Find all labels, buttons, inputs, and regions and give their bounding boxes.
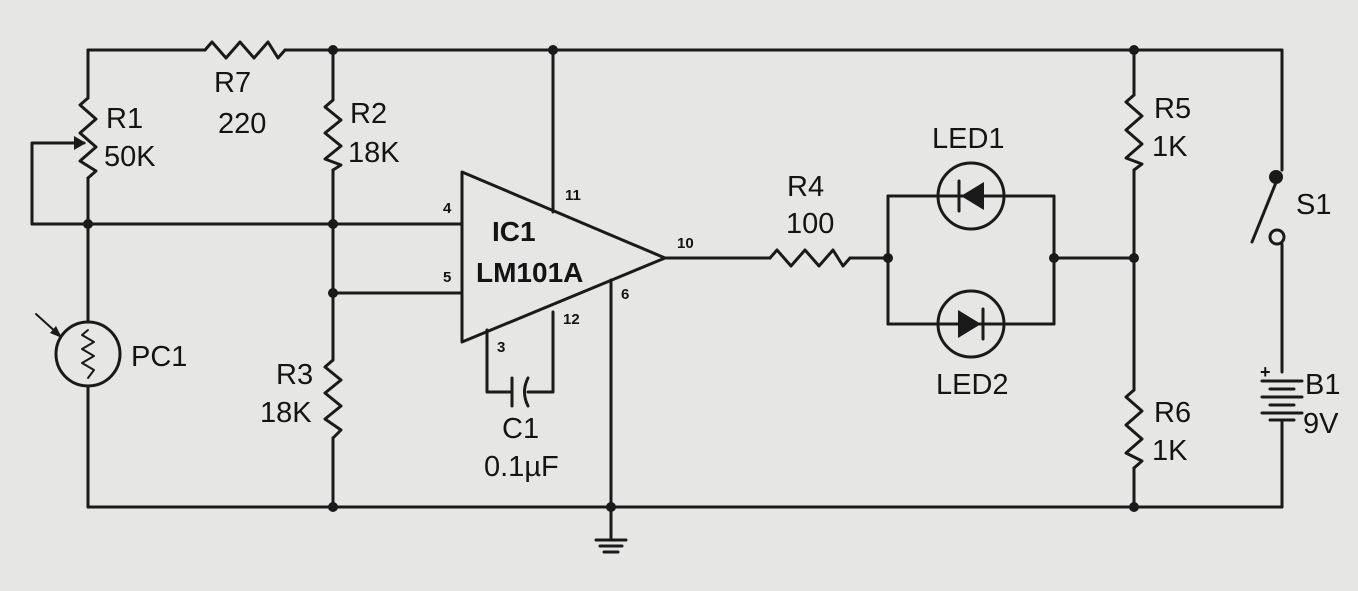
r3-ref: R3: [276, 359, 313, 391]
pc1-ref: PC1: [131, 341, 187, 373]
r1-value: 50K: [104, 141, 156, 173]
resistor-r2: R2 18K: [323, 98, 400, 172]
pin-4-label: 4: [443, 200, 452, 217]
photocell-pc1: PC1: [35, 313, 187, 388]
r1-ref: R1: [106, 103, 143, 135]
pin-3-label: 3: [497, 339, 505, 356]
ground-symbol: [594, 538, 628, 554]
r5-ref: R5: [1154, 93, 1191, 125]
c1-value: 0.1µF: [484, 451, 559, 483]
pin-6-label: 6: [621, 286, 629, 303]
b1-value: 9V: [1303, 408, 1339, 440]
c1-ref: C1: [502, 413, 539, 445]
potentiometer-r1: R1 50K: [66, 96, 156, 180]
resistor-r4: R4 100: [768, 171, 852, 268]
led1-ref: LED1: [932, 123, 1005, 155]
r5-value: 1K: [1152, 131, 1188, 163]
battery-b1: + B1 9V: [1260, 362, 1340, 440]
r2-ref: R2: [350, 98, 387, 130]
r4-value: 100: [786, 208, 834, 240]
led-2: LED2: [936, 289, 1009, 401]
resistor-r3: R3 18K: [260, 358, 343, 440]
led2-ref: LED2: [936, 369, 1009, 401]
r2-value: 18K: [348, 137, 400, 169]
ic1-ref: IC1: [492, 216, 536, 247]
wiring: [30, 48, 1284, 542]
junction-dots: [83, 45, 1139, 512]
r4-ref: R4: [787, 171, 824, 203]
r7-ref: R7: [214, 67, 251, 99]
ic1-part: LM101A: [476, 257, 583, 288]
pin-5-label: 5: [443, 269, 451, 286]
opamp-ic1: IC1 LM101A 4 5 11 10 6 3 12: [443, 170, 694, 356]
s1-ref: S1: [1296, 189, 1331, 221]
led-1: LED1: [932, 123, 1006, 231]
r6-ref: R6: [1154, 397, 1191, 429]
b1-ref: B1: [1305, 369, 1340, 401]
switch-s1: S1: [1250, 170, 1331, 246]
r3-value: 18K: [260, 397, 312, 429]
b1-polarity: +: [1260, 362, 1271, 382]
r7-value: 220: [218, 108, 266, 140]
resistor-r6: R6 1K: [1124, 388, 1191, 470]
pin-11-label: 11: [565, 187, 581, 204]
r6-value: 1K: [1152, 435, 1188, 467]
resistor-r5: R5 1K: [1124, 93, 1191, 172]
pin-10-label: 10: [677, 235, 694, 252]
capacitor-c1: C1 0.1µF: [484, 376, 559, 483]
resistor-r7: R7 220: [203, 40, 287, 140]
pin-12-label: 12: [563, 311, 580, 328]
